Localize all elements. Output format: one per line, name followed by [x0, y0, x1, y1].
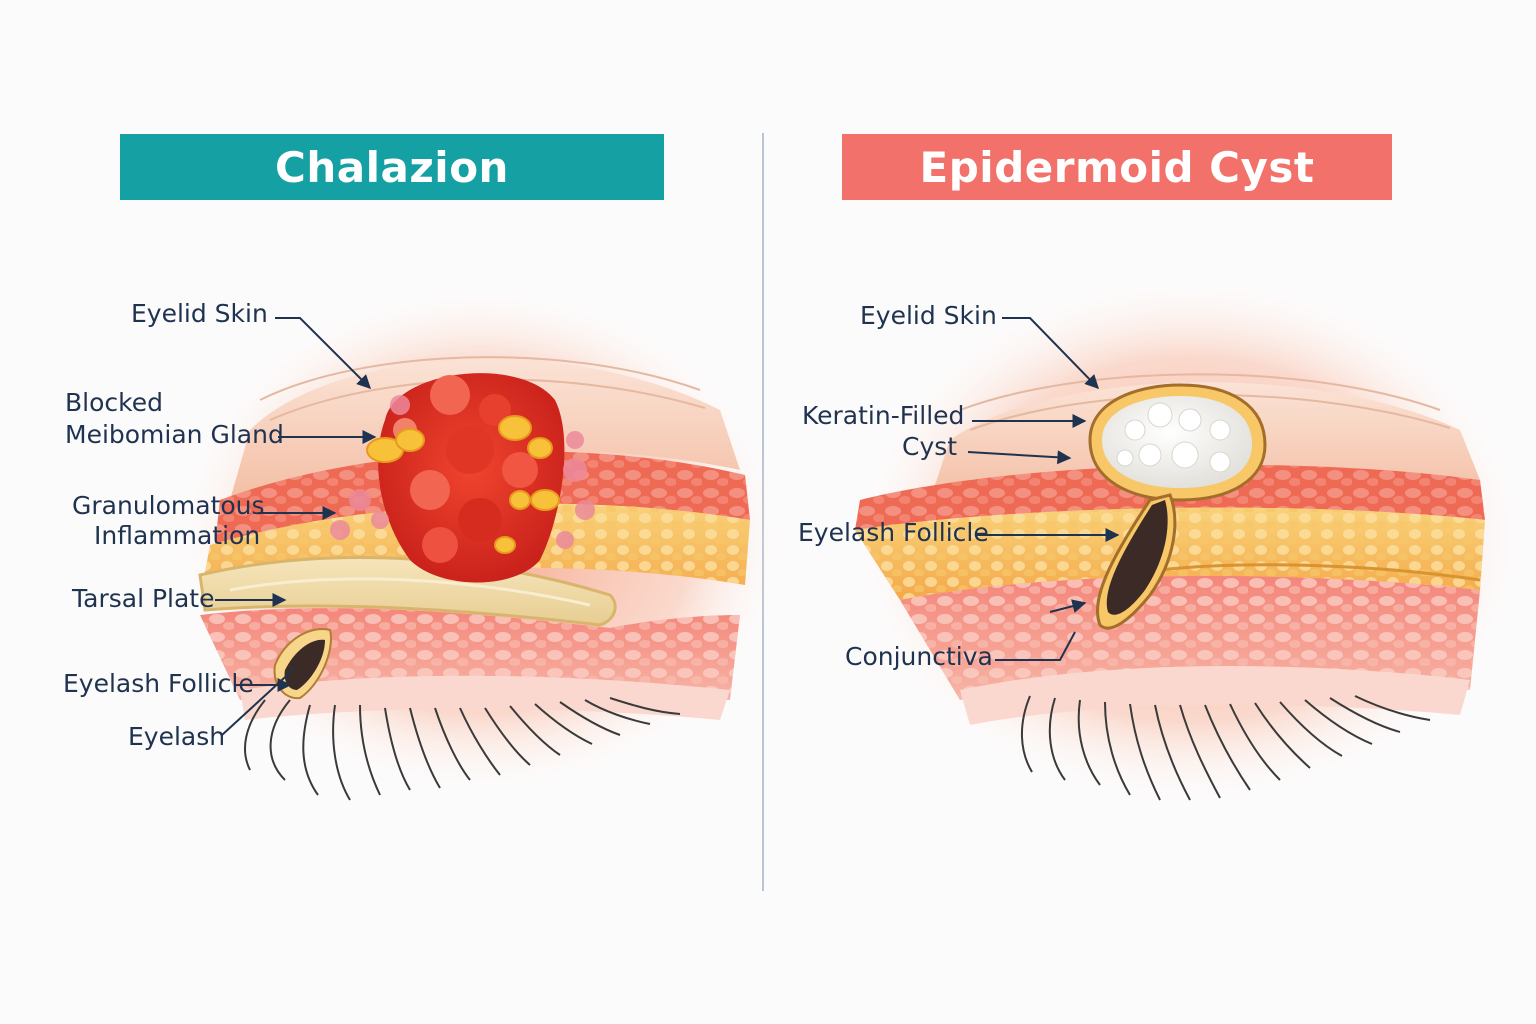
label-eyelid-skin-left: Eyelid Skin [131, 299, 268, 328]
label-blocked-line2: Meibomian Gland [65, 420, 284, 449]
label-tarsal-plate: Tarsal Plate [72, 584, 215, 613]
label-eyelash: Eyelash [128, 722, 226, 751]
chalazion-title-banner: Chalazion [120, 134, 664, 200]
label-eyelash-follicle-right: Eyelash Follicle [798, 518, 989, 547]
epidermoid-cyst-title: Epidermoid Cyst [919, 142, 1315, 192]
label-conjunctiva: Conjunctiva [845, 642, 993, 671]
label-keratin-line1: Keratin-Filled [802, 401, 965, 430]
chalazion-title: Chalazion [275, 142, 509, 192]
eyelashes-right [1021, 695, 1431, 801]
label-keratin-line2: Cyst [902, 432, 958, 461]
epidermoid-cyst-title-banner: Epidermoid Cyst [842, 134, 1392, 200]
label-granulomatous-line1: Granulomatous [72, 491, 265, 520]
label-eyelid-skin-right: Eyelid Skin [860, 301, 997, 330]
label-blocked-line1: Blocked [65, 388, 163, 417]
label-eyelash-follicle-left: Eyelash Follicle [63, 669, 254, 698]
label-granulomatous-line2: Inflammation [94, 521, 261, 550]
eyelashes-left [244, 697, 681, 801]
chalazion-illustration [180, 290, 780, 801]
epidermoid-cyst-illustration [855, 280, 1520, 801]
leader-lines [215, 317, 1120, 736]
